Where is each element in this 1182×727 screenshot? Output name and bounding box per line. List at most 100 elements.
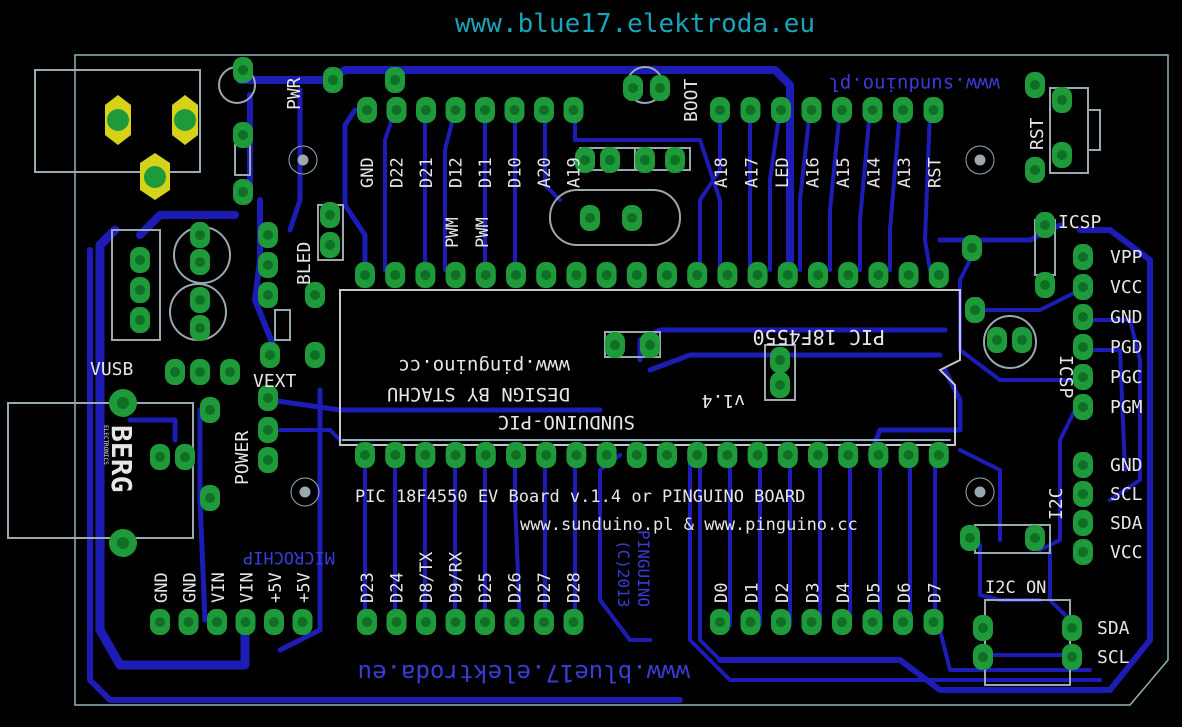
pads [130, 57, 1093, 670]
top-header-label: D11 [476, 157, 496, 188]
bottom-header-label: D23 [358, 572, 378, 603]
microchip-label: MICROCHIP [243, 547, 335, 567]
icsp-pin-label: PGM [1110, 397, 1143, 418]
chip-pin-pad [657, 442, 677, 468]
i2c-pin-label: VCC [1110, 542, 1143, 563]
top-header-pad [923, 97, 944, 123]
top-header-label: D12 [447, 157, 467, 188]
bottom-header-label: D8/TX [417, 551, 437, 603]
icsp-pad [1073, 274, 1093, 300]
component-pad [987, 327, 1007, 353]
bottom-header-pad [416, 609, 436, 635]
chip-pin-pad [868, 262, 889, 288]
power-label: POWER [232, 431, 253, 485]
top-url: www.blue17.elektroda.eu [455, 9, 815, 39]
copyright-2: (C)2013 [614, 540, 633, 607]
component-pad [130, 247, 150, 273]
component-pad [190, 222, 210, 248]
component-pad [635, 147, 655, 173]
top-header-label: GND [358, 157, 378, 188]
chip-pin-pad [928, 262, 949, 288]
bottom-header-label: D5 [865, 583, 885, 603]
chip-pin-pad [747, 262, 768, 288]
top-header-pad [504, 97, 525, 123]
component-pad [165, 359, 185, 385]
icsp-pin-label: GND [1110, 307, 1143, 328]
top-header-pad [534, 97, 554, 123]
icsp-top-label: ICSP [1058, 212, 1102, 233]
top-header-label: A15 [834, 157, 854, 188]
chip-pin-pad [445, 262, 466, 288]
i2c-switch-pad [973, 615, 993, 641]
top-header-label: A13 [895, 157, 915, 188]
chip-text-3: SUNDUINO-PIC [498, 411, 635, 433]
board-outline [74, 54, 1169, 706]
top-header-pad [357, 97, 377, 123]
berg-label: BERG [105, 425, 138, 492]
component-pad [1025, 157, 1045, 183]
bottom-header-pad [923, 609, 944, 635]
bottom-header-label: D27 [535, 572, 555, 603]
chip-pin-pad [415, 262, 436, 288]
berg-sub: ELECTRONICS [102, 425, 109, 465]
i2c-pin-label: SCL [1110, 484, 1143, 505]
chip-pin-pad [385, 262, 406, 288]
chip-pin-pad [536, 262, 557, 288]
component-pad [200, 485, 220, 511]
icsp-pin-label: VPP [1110, 247, 1143, 268]
component-pad [190, 359, 210, 385]
chip-pin-pad [838, 442, 859, 468]
bottom-header-label: D1 [743, 583, 763, 603]
chip-pin-pad [475, 262, 496, 288]
chip-pin-pad [777, 262, 798, 288]
i2c-pad [1073, 452, 1093, 478]
power-header-label: GND [181, 572, 201, 603]
icsp-pin-label: PGC [1110, 367, 1143, 388]
bottom-header-pad [386, 609, 407, 635]
i2c-pad [1073, 539, 1093, 565]
i2c-pin-label: GND [1110, 455, 1143, 476]
component-pad [600, 147, 620, 173]
bottom-header-label: D2 [773, 583, 793, 603]
chip-pin-pad [506, 262, 526, 288]
chip-pin-pad [475, 442, 496, 468]
component-pad [220, 359, 240, 385]
bottom-header-label: D25 [476, 572, 496, 603]
pwr-label: PWR [284, 77, 305, 110]
chip-pin-pad [506, 442, 526, 468]
chip-pin-pad [808, 262, 828, 288]
chip-name: PIC 18F4550 [753, 325, 885, 349]
chip-pin-pad [385, 442, 406, 468]
component-pad [1012, 327, 1032, 353]
component-pad [960, 525, 980, 551]
icsp-side-label: ICSP [1055, 355, 1076, 399]
bottom-header-pad [504, 609, 525, 635]
chip-pin-pad [355, 442, 375, 468]
component-pad [130, 277, 150, 303]
icsp-pad [1073, 364, 1093, 390]
icsp-pad [1073, 244, 1093, 270]
power-header-pad [178, 609, 199, 635]
chip-pin-pad [596, 262, 617, 288]
icsp-pad [1073, 304, 1093, 330]
rst-side-label: RST [1027, 117, 1048, 150]
component-pad [622, 205, 642, 231]
i2c-side-label: I2C [1046, 487, 1067, 520]
component-pad [605, 332, 625, 358]
chip-pin-pad [717, 442, 738, 468]
component-pad [665, 147, 685, 173]
chip-version: v1.4 [702, 390, 745, 411]
chip-pin-pad [898, 262, 919, 288]
chip-pin-pad [536, 442, 557, 468]
chip-pin-pad [626, 262, 647, 288]
component-pad [258, 282, 278, 308]
pwm-label: PWM [443, 217, 463, 248]
component-pad [190, 249, 210, 275]
power-jack [105, 95, 198, 200]
bottom-header-pad [740, 609, 761, 635]
chip-pin-pad [687, 262, 708, 288]
top-header-label: A17 [743, 157, 763, 188]
top-header-pad [801, 97, 822, 123]
i2c-on-label: I2C ON [985, 578, 1046, 598]
